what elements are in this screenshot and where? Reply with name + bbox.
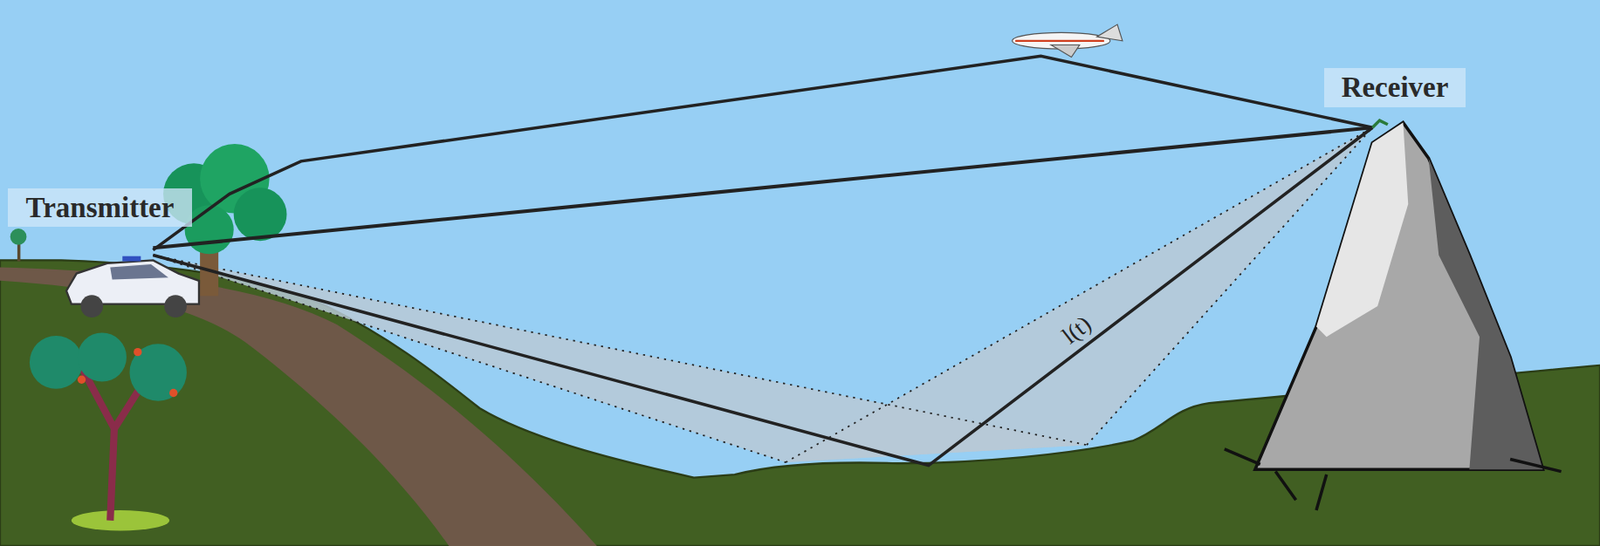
small-tree <box>10 228 28 261</box>
fruit-tree <box>29 332 187 531</box>
police-car <box>66 256 200 318</box>
small-tree-trunk <box>17 242 21 261</box>
fruit-tree-crown <box>129 343 186 402</box>
beam-edge <box>152 127 1373 463</box>
mountain-light <box>1316 122 1408 337</box>
path-tree-plane <box>152 55 1373 250</box>
path-ground <box>152 127 1373 466</box>
plane-wing <box>1050 44 1080 57</box>
fruit-tree-crown <box>77 332 127 382</box>
fruit-tree-base <box>71 510 170 531</box>
car-wheel <box>80 295 104 318</box>
car-wheel <box>164 295 187 318</box>
label-box: Transmitter <box>7 188 193 227</box>
receiver-antenna <box>1372 120 1388 128</box>
tree-crown <box>185 205 234 255</box>
mountain <box>1224 122 1562 511</box>
mountain-shadow <box>1428 157 1544 470</box>
node-title: Transmitter <box>26 192 175 225</box>
plane-tail <box>1097 24 1123 42</box>
path-direct <box>152 127 1373 248</box>
node-title: Receiver <box>1341 71 1449 104</box>
plane-stripe <box>1015 40 1105 42</box>
fruit <box>77 376 86 385</box>
label-box: Receiver <box>1324 68 1466 108</box>
mountain-body <box>1255 122 1544 470</box>
road <box>0 267 598 546</box>
small-tree-crown <box>10 228 28 246</box>
car-window <box>109 264 169 281</box>
fruit-tree-crown <box>29 336 83 390</box>
car-lights <box>122 256 141 262</box>
fruit <box>169 389 178 398</box>
fruit <box>133 348 142 357</box>
airplane <box>1012 24 1123 57</box>
mountain-cracks <box>1224 449 1562 511</box>
tree-crown <box>233 187 288 241</box>
